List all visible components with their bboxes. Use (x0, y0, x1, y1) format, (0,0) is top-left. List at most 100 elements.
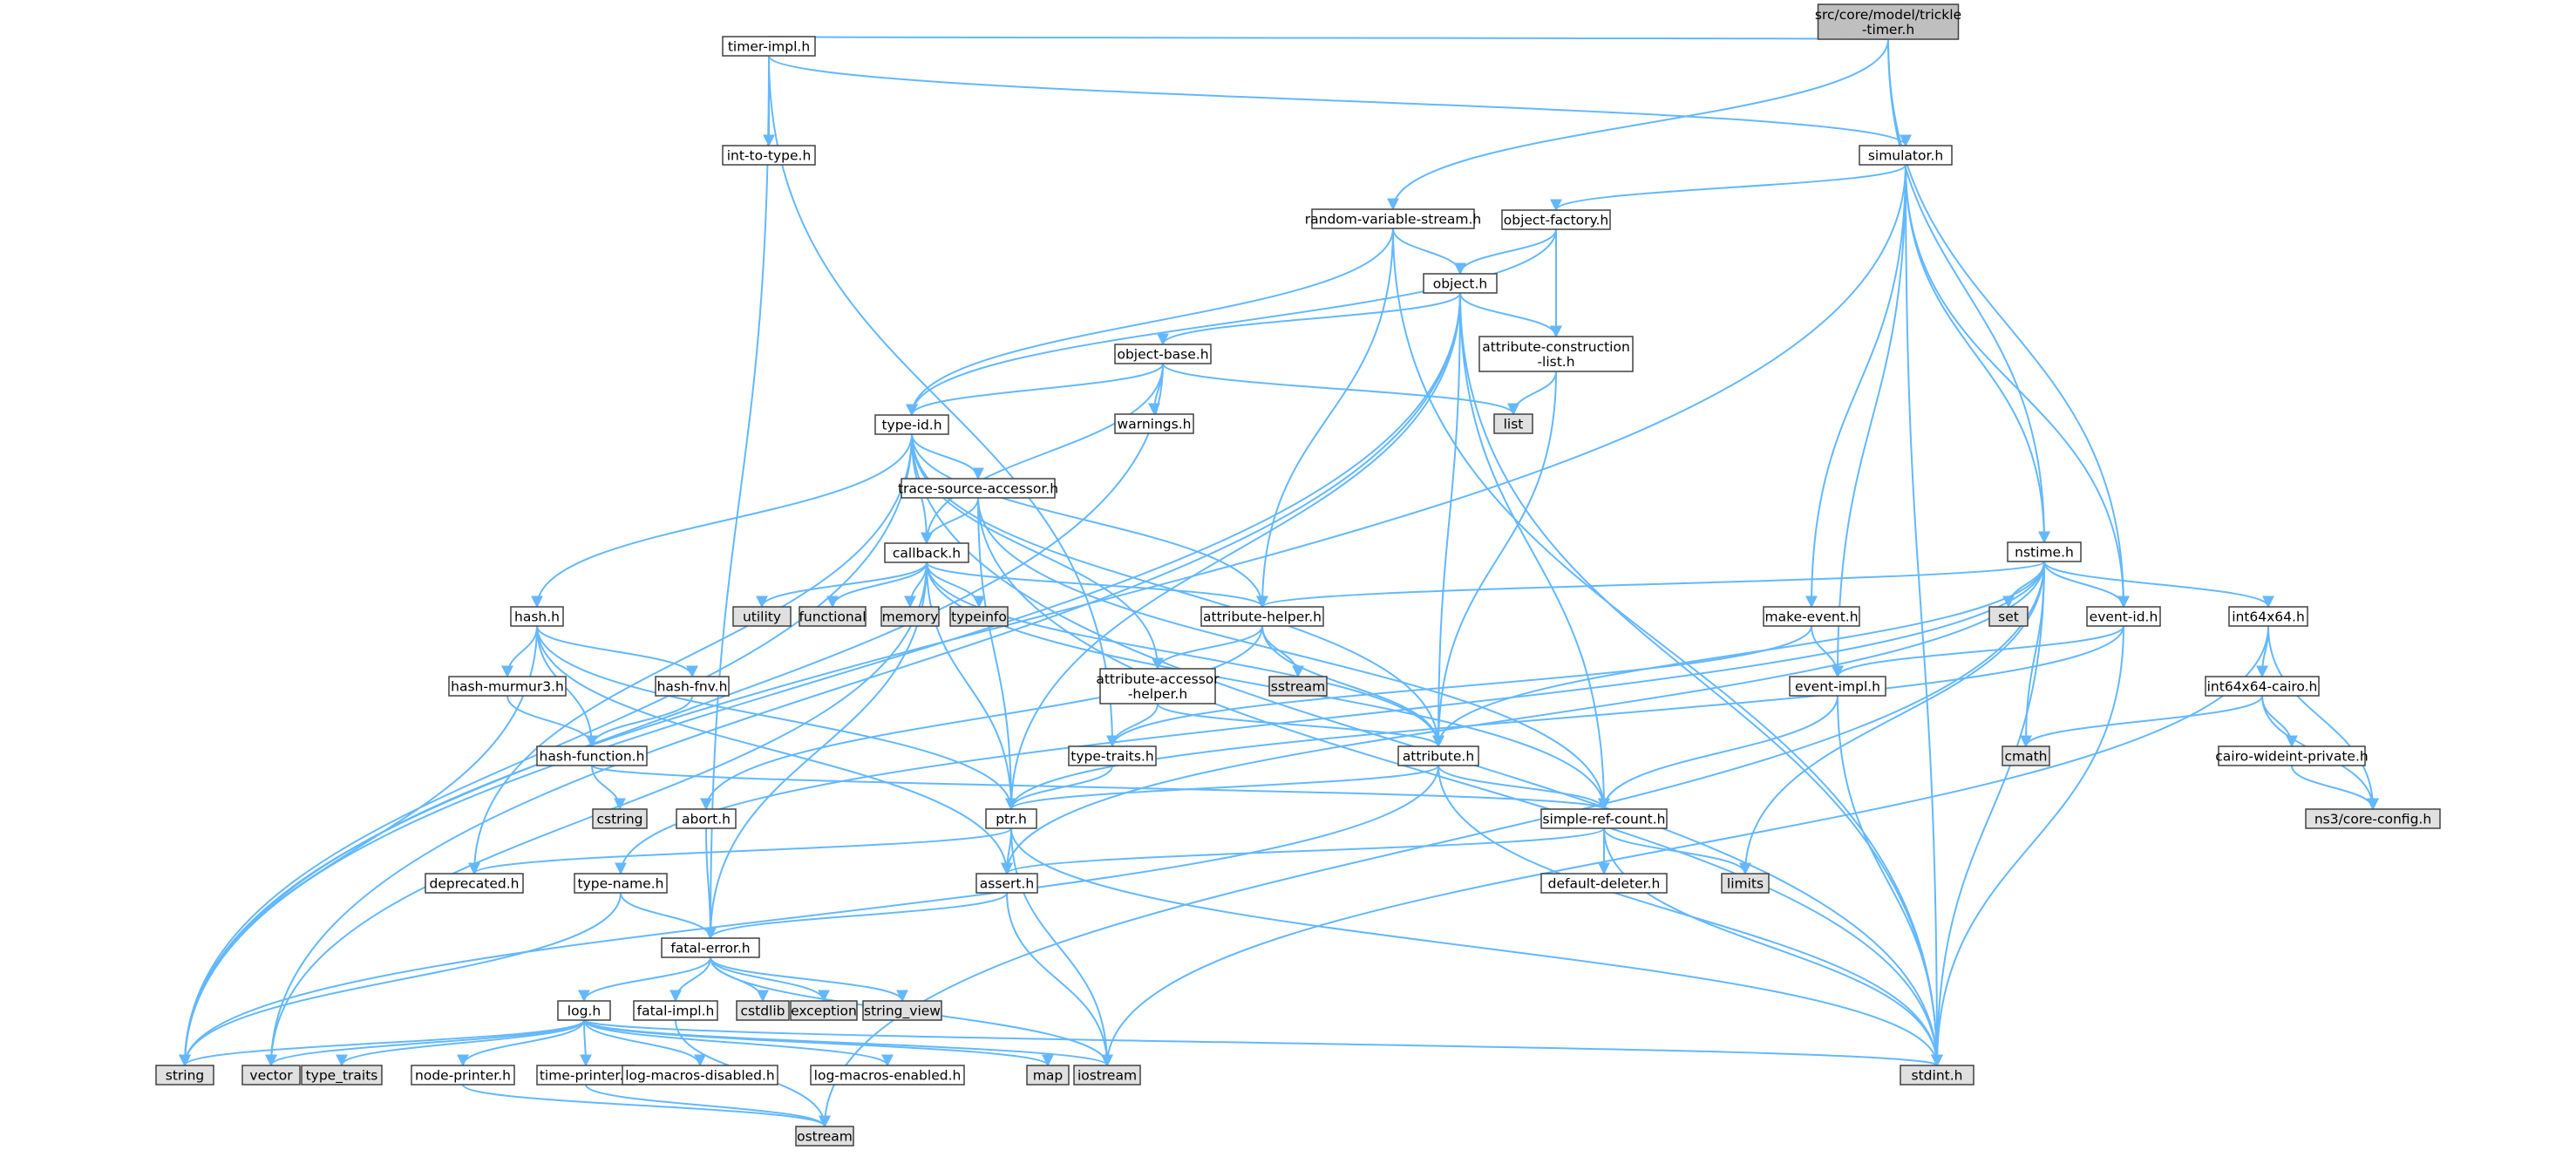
node-object[interactable]: object.h (1423, 273, 1498, 294)
node-box-root (1817, 3, 1960, 40)
node-deprecated[interactable]: deprecated.h (425, 873, 524, 894)
edge-object-to-vector (265, 292, 1461, 1067)
edge-layer (179, 35, 2379, 1128)
node-default-deleter[interactable]: default-deleter.h (1540, 873, 1668, 894)
node-label-root: -timer.h (1862, 22, 1914, 37)
node-type-id[interactable]: type-id.h (874, 414, 949, 435)
node-iostream: iostream (1073, 1065, 1141, 1086)
node-box-simulator (1859, 145, 1953, 166)
edge-object-factory-to-type-id (906, 228, 1557, 417)
node-time-printer[interactable]: time-printer.h (536, 1065, 636, 1086)
edge-type-id-to-attr-helper (911, 433, 1268, 609)
node-box-default-deleter (1540, 873, 1668, 894)
node-sstream: sstream (1268, 676, 1328, 697)
node-int-to-type[interactable]: int-to-type.h (722, 145, 816, 166)
node-box-utility (732, 606, 792, 627)
node-label-map: map (1033, 1068, 1063, 1084)
node-assert[interactable]: assert.h (975, 873, 1038, 894)
node-box-rvs (1311, 208, 1475, 229)
node-event-id[interactable]: event-id.h (2086, 606, 2161, 627)
node-ptr[interactable]: ptr.h (985, 808, 1037, 829)
edge-callback-to-attr-helper (926, 561, 1268, 609)
node-warnings[interactable]: warnings.h (1114, 413, 1194, 434)
node-box-cmath (2002, 745, 2050, 766)
node-abort[interactable]: abort.h (676, 808, 737, 829)
edge-ptr-to-iostream (1010, 827, 1113, 1067)
node-box-type-traits (1068, 745, 1157, 766)
node-attr-helper[interactable]: attribute-helper.h (1200, 606, 1324, 627)
node-int64x64-cairo[interactable]: int64x64-cairo.h (2205, 676, 2320, 697)
edge-root-to-nstime (1887, 38, 2050, 544)
node-src[interactable]: simple-ref-count.h (1540, 808, 1668, 829)
node-box-tsa (901, 478, 1056, 499)
node-node-printer[interactable]: node-printer.h (411, 1065, 515, 1086)
node-box-node-printer (411, 1065, 515, 1086)
node-tsa[interactable]: trace-source-accessor.h (898, 478, 1058, 499)
node-label-string: string (166, 1068, 205, 1084)
edge-type-name-to-fatal-error (620, 892, 717, 940)
node-label-deprecated: deprecated.h (429, 876, 519, 892)
node-rvs[interactable]: random-variable-stream.h (1305, 208, 1481, 229)
edge-hash-to-hash-fnv (536, 625, 698, 678)
node-label-ostream: ostream (797, 1129, 853, 1145)
edge-log-to-vector (265, 1019, 585, 1067)
node-label-type_traits: type_traits (306, 1068, 378, 1085)
node-timer-impl[interactable]: timer-impl.h (722, 36, 816, 57)
node-root[interactable]: src/core/model/trickle-timer.h (1815, 3, 1961, 40)
node-hash[interactable]: hash.h (510, 606, 564, 627)
node-box-aah (1099, 668, 1216, 704)
node-log-macros-disabled[interactable]: log-macros-disabled.h (622, 1065, 778, 1086)
edge-acl-to-list (1507, 371, 1557, 416)
node-label-attr-helper: attribute-helper.h (1203, 609, 1322, 625)
node-label-rvs: random-variable-stream.h (1305, 212, 1481, 228)
node-exception: exception (790, 1000, 858, 1021)
node-attribute[interactable]: attribute.h (1397, 745, 1479, 766)
node-box-assert (975, 873, 1038, 894)
edge-callback-to-functional (826, 561, 928, 609)
node-object-factory[interactable]: object-factory.h (1501, 209, 1611, 230)
node-label-object-factory: object-factory.h (1504, 213, 1608, 228)
node-cairo-wideint[interactable]: cairo-wideint-private.h (2215, 745, 2369, 766)
node-type-traits[interactable]: type-traits.h (1068, 745, 1157, 766)
node-acl[interactable]: attribute-construction-list.h (1478, 336, 1634, 372)
node-log-macros-enabled[interactable]: log-macros-enabled.h (810, 1065, 965, 1086)
node-label-typeinfo: typeinfo (951, 609, 1007, 625)
node-label-fatal-error: fatal-error.h (670, 941, 750, 956)
node-simulator[interactable]: simulator.h (1859, 145, 1953, 166)
edge-hash-to-ptr (536, 625, 1017, 811)
node-int64x64[interactable]: int64x64.h (2228, 606, 2308, 627)
edge-tsa-to-src (977, 497, 1610, 811)
node-box-string_view (862, 1000, 942, 1021)
edge-simulator-to-make-event (1805, 164, 1907, 609)
node-make-event[interactable]: make-event.h (1763, 606, 1860, 627)
edge-object-to-string (179, 292, 1461, 1067)
edge-hash-function-to-cstring (591, 765, 626, 811)
edge-rvs-to-attr-helper (1256, 228, 1394, 609)
node-hash-murmur3[interactable]: hash-murmur3.h (448, 676, 567, 697)
node-type-name[interactable]: type-name.h (574, 873, 668, 894)
node-label-attribute: attribute.h (1403, 749, 1474, 765)
node-label-hash-function: hash-function.h (540, 749, 645, 765)
node-object-base[interactable]: object-base.h (1114, 344, 1212, 364)
node-ostream: ostream (795, 1126, 854, 1147)
edge-attr-helper-to-abort (700, 625, 1263, 811)
edge-object-base-to-string (179, 363, 1164, 1067)
node-nstime[interactable]: nstime.h (2007, 541, 2082, 562)
node-event-impl[interactable]: event-impl.h (1789, 676, 1886, 697)
node-fatal-error[interactable]: fatal-error.h (661, 937, 760, 958)
edge-simulator-to-stdint (1905, 164, 1943, 1067)
edge-nstime-to-stdint (1931, 561, 2045, 1067)
node-label-type-id: type-id.h (881, 418, 941, 433)
node-label-cmath: cmath (2004, 749, 2047, 765)
node-hash-function[interactable]: hash-function.h (536, 745, 648, 766)
node-fatal-impl[interactable]: fatal-impl.h (633, 1000, 718, 1021)
node-label-aah: attribute-accessor (1096, 671, 1220, 687)
node-callback[interactable]: callback.h (884, 542, 969, 563)
node-label-timer-impl: timer-impl.h (728, 39, 810, 55)
node-aah[interactable]: attribute-accessor-helper.h (1096, 668, 1220, 704)
node-hash-fnv[interactable]: hash-fnv.h (655, 676, 730, 697)
node-log[interactable]: log.h (557, 1000, 611, 1021)
edge-object-to-src (1459, 292, 1610, 811)
edge-object-base-to-callback (921, 363, 1164, 545)
edge-simulator-to-event-id (1905, 164, 2130, 609)
